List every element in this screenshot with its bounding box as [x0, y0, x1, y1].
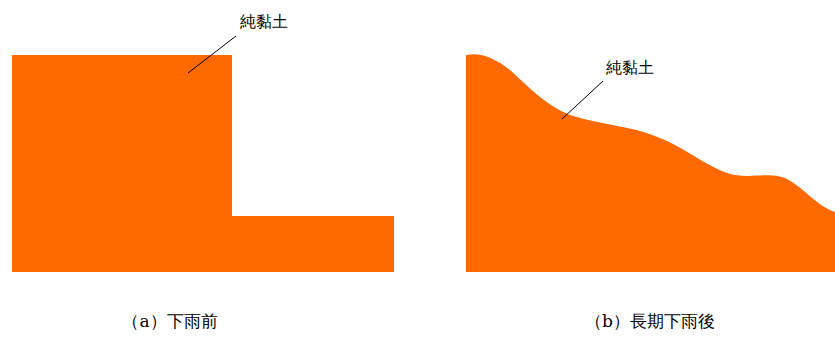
- subfigure-caption: （a）下雨前: [122, 311, 217, 331]
- subfigure-caption: （b）長期下雨後: [585, 311, 715, 331]
- leader-line: [188, 36, 236, 73]
- material-label: 純黏土: [606, 58, 654, 77]
- clay-slope-after: [466, 54, 835, 272]
- clay-block-before: [12, 55, 394, 272]
- material-label: 純黏土: [240, 12, 288, 31]
- leader-line: [562, 81, 603, 119]
